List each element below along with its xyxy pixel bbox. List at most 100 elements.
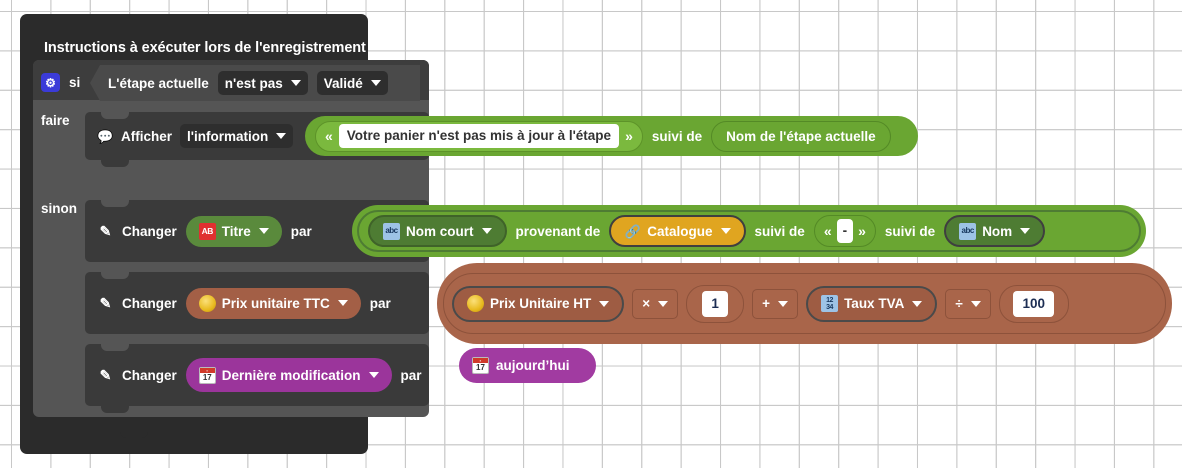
ab-text-icon: AB <box>198 222 216 240</box>
block-notch <box>101 200 129 207</box>
coin-icon <box>467 295 484 312</box>
pencil-icon: ✎ <box>99 367 112 383</box>
separator-text-block[interactable]: « - » <box>813 215 876 247</box>
block-notch <box>101 112 129 119</box>
chevron-down-icon <box>970 300 981 307</box>
divide-operator-label: ÷ <box>955 296 963 311</box>
outer-block-title: Instructions à exécuter lors de l'enregi… <box>44 40 366 56</box>
quoted-text-block[interactable]: « Votre panier n'est pas mis à jour à l'… <box>315 120 643 152</box>
open-quote: « <box>325 128 333 144</box>
speech-bubble-icon: 💬 <box>97 128 114 144</box>
aujourdhui-label: aujourd’hui <box>496 358 570 373</box>
abc-text-icon: abc <box>383 222 400 240</box>
block-notch-bottom <box>101 160 129 167</box>
plus-operator-label: + <box>762 296 771 311</box>
nom-dropdown[interactable]: abc Nom <box>944 215 1046 247</box>
catalogue-dropdown[interactable]: 🔗 Catalogue <box>609 215 746 247</box>
block-notch <box>120 431 148 438</box>
chevron-down-icon <box>290 80 301 86</box>
number-input-2[interactable]: 100 <box>1013 290 1055 317</box>
afficher-verb: Afficher <box>121 128 173 144</box>
current-step-name-label: Nom de l'étape actuelle <box>726 128 876 144</box>
information-kind-label: l'information <box>187 128 269 144</box>
changer-date-statement[interactable]: ✎ Changer ▪ 17 Dernière modification par <box>85 344 429 413</box>
condition-operator-label: n'est pas <box>224 75 283 91</box>
aujourdhui-block[interactable]: ▪ 17 aujourd’hui <box>459 348 596 383</box>
chevron-down-icon <box>368 372 379 378</box>
gear-icon[interactable]: ⚙ <box>41 73 60 92</box>
if-condition-row[interactable]: ⚙ si <box>41 73 80 92</box>
prix-ht-dropdown[interactable]: Prix Unitaire HT <box>452 285 625 322</box>
condition-value-label: Validé <box>323 75 363 91</box>
chevron-down-icon <box>658 300 669 307</box>
else-label: sinon <box>41 201 77 216</box>
block-notch <box>101 272 129 279</box>
condition-block[interactable]: L'étape actuelle n'est pas Validé <box>90 65 420 101</box>
calendar-icon: ▪ 17 <box>472 357 489 374</box>
prix-ttc-field-label: Prix unitaire TTC <box>221 295 330 311</box>
block-notch-bottom <box>101 406 129 413</box>
changer-verb-1: Changer <box>122 223 177 239</box>
number-block-2[interactable]: 100 <box>998 284 1069 323</box>
close-quote: » <box>858 223 866 239</box>
information-kind-dropdown[interactable]: l'information <box>180 124 294 148</box>
titre-join-outer[interactable]: abc Nom court provenant de 🔗 Catalogue s… <box>352 205 1146 257</box>
prix-ht-label: Prix Unitaire HT <box>490 296 592 311</box>
nom-court-dropdown[interactable]: abc Nom court <box>368 215 507 247</box>
nom-label: Nom <box>982 223 1013 239</box>
prix-ttc-field-dropdown[interactable]: Prix unitaire TTC <box>185 287 361 319</box>
par-connector-3: par <box>400 367 422 383</box>
titre-field-dropdown[interactable]: AB Titre <box>185 215 282 247</box>
catalogue-label: Catalogue <box>647 223 713 239</box>
nom-court-label: Nom court <box>406 223 474 239</box>
block-notch <box>101 344 129 351</box>
chevron-down-icon <box>337 300 348 306</box>
separator-text-input[interactable]: - <box>836 219 854 243</box>
open-quote: « <box>823 223 832 239</box>
multiply-operator-label: × <box>642 296 651 311</box>
suivi-de-label-1: suivi de <box>754 223 805 239</box>
chevron-down-icon <box>778 300 789 307</box>
par-connector-2: par <box>369 295 391 311</box>
do-label: faire <box>41 113 70 128</box>
titre-join-block[interactable]: abc Nom court provenant de 🔗 Catalogue s… <box>357 210 1141 252</box>
plus-operator-dropdown[interactable]: + <box>752 288 799 319</box>
par-connector-1: par <box>290 223 312 239</box>
pencil-icon: ✎ <box>99 223 112 239</box>
current-step-name-block[interactable]: Nom de l'étape actuelle <box>711 120 891 152</box>
divide-operator-dropdown[interactable]: ÷ <box>945 288 991 319</box>
coin-icon <box>198 294 216 312</box>
taux-tva-label: Taux TVA <box>844 296 905 311</box>
changer-prix-statement[interactable]: ✎ Changer Prix unitaire TTC par <box>85 272 429 334</box>
chevron-down-icon <box>1020 228 1031 234</box>
chevron-down-icon <box>720 228 731 234</box>
titre-field-label: Titre <box>221 223 251 239</box>
pencil-icon: ✎ <box>99 295 112 311</box>
condition-operator-dropdown[interactable]: n'est pas <box>217 71 308 95</box>
join-connector-label: suivi de <box>651 128 703 144</box>
changer-verb-3: Changer <box>122 367 177 383</box>
text-join-block[interactable]: « Votre panier n'est pas mis à jour à l'… <box>305 116 918 156</box>
close-quote: » <box>625 128 633 144</box>
number-input-1[interactable]: 1 <box>702 290 728 317</box>
derniere-modification-label: Dernière modification <box>221 367 361 383</box>
link-icon: 🔗 <box>624 223 641 239</box>
condition-subject: L'étape actuelle <box>108 75 209 91</box>
chevron-down-icon <box>276 133 287 139</box>
derniere-modification-dropdown[interactable]: ▪ 17 Dernière modification <box>185 358 392 392</box>
if-label: si <box>69 75 81 90</box>
multiply-operator-dropdown[interactable]: × <box>632 288 679 319</box>
chevron-down-icon <box>912 300 923 307</box>
calendar-icon: ▪ 17 <box>198 366 216 384</box>
chevron-down-icon <box>599 300 610 307</box>
chevron-down-icon <box>370 80 381 86</box>
chevron-down-icon <box>481 228 492 234</box>
message-text-input[interactable]: Votre panier n'est pas mis à jour à l'ét… <box>338 124 620 148</box>
number-block-1[interactable]: 1 <box>686 284 745 323</box>
condition-value-dropdown[interactable]: Validé <box>316 71 388 95</box>
